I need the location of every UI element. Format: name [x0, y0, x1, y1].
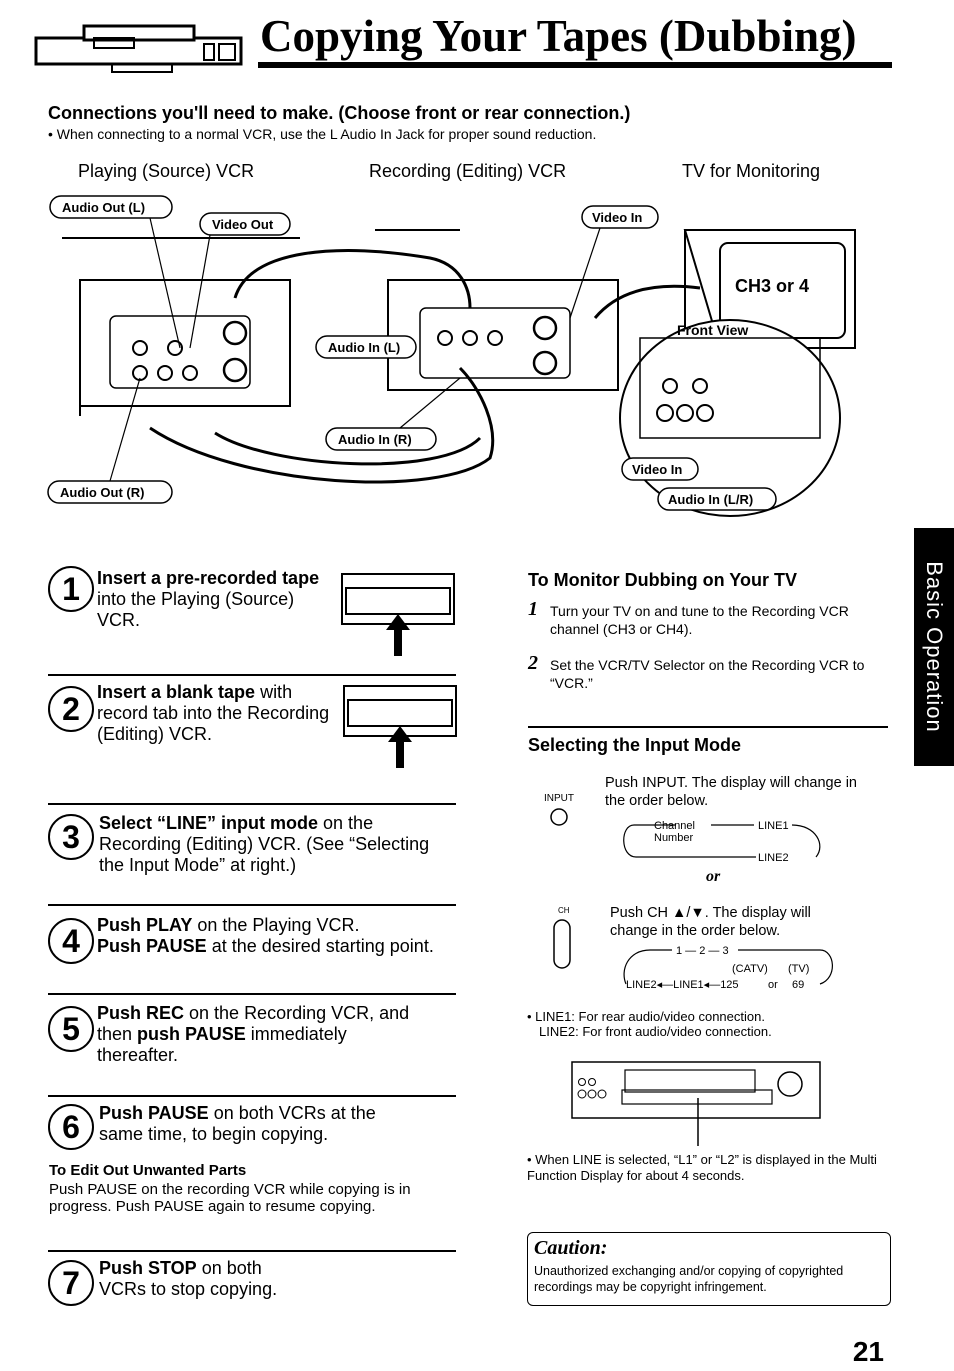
- audio-in-r-label: Audio In (R): [338, 432, 412, 447]
- line-display-note: • When LINE is selected, “L1” or “L2” is…: [527, 1152, 877, 1183]
- ch-cycle-diagram: 1 — 2 — 3 (CATV) (TV) LINE2◂—LINE1◂—125 …: [623, 945, 833, 991]
- line1-note: • LINE1: For rear audio/video connection…: [527, 1009, 765, 1024]
- ch3-or-4-label: CH3 or 4: [735, 276, 809, 296]
- step-4-number: 4: [48, 918, 94, 964]
- vcr-front-panel-illustration: [571, 1061, 821, 1146]
- caution-box: Caution: Unauthorized exchanging and/or …: [527, 1232, 891, 1306]
- video-in-front-label: Video In: [632, 462, 682, 477]
- push-ch-text: Push CH ▲/▼. The display will change in …: [610, 905, 811, 939]
- step-2-text: Insert a blank tape with record tab into…: [97, 682, 330, 744]
- svg-text:1 — 2 — 3: 1 — 2 — 3: [676, 945, 729, 957]
- caution-heading: Caution:: [534, 1237, 608, 1259]
- audio-in-lr-label: Audio In (L/R): [668, 492, 753, 507]
- svg-text:Number: Number: [654, 832, 693, 844]
- step-5-text: Push REC on the Recording VCR, and then …: [97, 1003, 410, 1065]
- title-rule: [258, 62, 892, 68]
- ch-button-label: CH: [558, 906, 570, 915]
- step-6-number: 6: [48, 1104, 94, 1150]
- svg-text:Channel: Channel: [654, 820, 695, 832]
- caution-text: Unauthorized exchanging and/or copying o…: [534, 1264, 844, 1294]
- svg-text:LINE1: LINE1: [758, 820, 789, 832]
- playing-vcr-illustration: [62, 237, 300, 416]
- page-title: Copying Your Tapes (Dubbing): [260, 11, 857, 61]
- audio-out-l-label: Audio Out (L): [62, 200, 145, 215]
- ch-button-icon: [553, 919, 571, 969]
- video-in-label: Video In: [592, 210, 642, 225]
- step-1-number: 1: [48, 566, 94, 612]
- connection-diagram: Audio Out (L) Video Out Video In CH3 or …: [47, 195, 856, 517]
- or-separator: or: [706, 868, 721, 885]
- monitor-step-2-number: 2: [528, 652, 538, 674]
- step-7-number: 7: [48, 1260, 94, 1306]
- step-2-number: 2: [48, 686, 94, 732]
- front-view-label: Front View: [677, 322, 748, 338]
- playing-vcr-label: Playing (Source) VCR: [78, 161, 255, 181]
- step-divider: [48, 1250, 456, 1252]
- monitor-heading: To Monitor Dubbing on Your TV: [528, 570, 797, 590]
- step-1-text: Insert a pre-recorded tape into the Play…: [97, 568, 320, 630]
- input-button-icon: [550, 808, 568, 826]
- audio-out-r-label: Audio Out (R): [60, 485, 144, 500]
- recording-vcr-illustration: [375, 229, 619, 391]
- step-divider: [48, 674, 456, 676]
- step-7-text: Push STOP on both VCRs to stop copying.: [99, 1258, 278, 1299]
- section-side-tab: Basic Operation: [914, 528, 954, 766]
- svg-text:LINE2◂—LINE1◂—125: LINE2◂—LINE1◂—125: [626, 979, 739, 991]
- blank-tape-insert-icon: [343, 685, 457, 768]
- tape-insert-icon: [341, 573, 455, 656]
- monitor-step-1-number: 1: [528, 598, 538, 620]
- svg-text:69: 69: [792, 979, 804, 991]
- step-divider: [48, 904, 456, 906]
- step-divider: [48, 803, 456, 805]
- svg-text:or: or: [768, 979, 778, 991]
- svg-text:(TV): (TV): [788, 963, 809, 975]
- section-divider: [528, 726, 888, 728]
- step-6-text: Push PAUSE on both VCRs at the same time…: [99, 1103, 376, 1144]
- input-button-label: INPUT: [544, 793, 574, 804]
- step-divider: [48, 1095, 456, 1097]
- step-divider: [48, 993, 456, 995]
- step-5-number: 5: [48, 1006, 94, 1052]
- vcr-header-icon: [34, 24, 243, 73]
- recording-vcr-label: Recording (Editing) VCR: [369, 161, 567, 181]
- side-tab-label: Basic Operation: [922, 561, 947, 733]
- input-cycle-diagram: Channel Number LINE1 LINE2: [623, 820, 821, 864]
- step-3-text: Select “LINE” input mode on the Recordin…: [99, 813, 430, 875]
- svg-text:LINE2: LINE2: [758, 852, 789, 864]
- audio-in-l-label: Audio In (L): [328, 340, 400, 355]
- push-input-text: Push INPUT. The display will change in t…: [605, 775, 857, 809]
- tv-monitoring-label: TV for Monitoring: [682, 161, 821, 181]
- video-out-label: Video Out: [212, 217, 274, 232]
- monitor-step-2-text: Set the VCR/TV Selector on the Recording…: [550, 657, 865, 691]
- step-4-text: Push PLAY on the Playing VCR.Push PAUSE …: [97, 915, 434, 956]
- svg-text:(CATV): (CATV): [732, 963, 768, 975]
- step-3-number: 3: [48, 814, 94, 860]
- monitor-step-1-text: Turn your TV on and tune to the Recordin…: [550, 603, 849, 637]
- connections-heading: Connections you'll need to make. (Choose…: [48, 103, 631, 123]
- connection-cables: [149, 249, 701, 484]
- connections-note: • When connecting to a normal VCR, use t…: [48, 126, 597, 142]
- edit-out-heading: To Edit Out Unwanted Parts: [49, 1162, 247, 1179]
- edit-out-text: Push PAUSE on the recording VCR while co…: [49, 1181, 411, 1215]
- input-mode-heading: Selecting the Input Mode: [528, 735, 742, 755]
- page-number: 21: [852, 1336, 884, 1367]
- line2-note: LINE2: For front audio/video connection.: [539, 1024, 772, 1039]
